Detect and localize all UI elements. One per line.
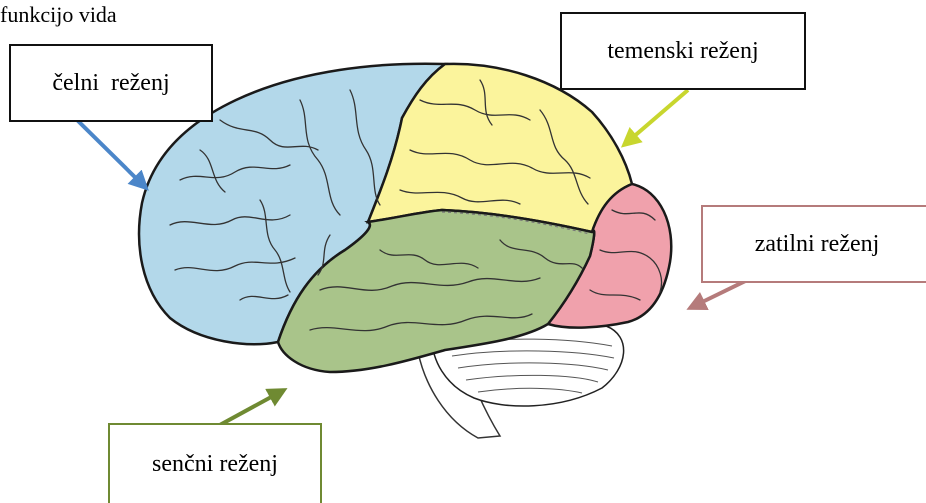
- label-temporal-text: senčni reženj: [152, 451, 278, 478]
- header-text: funkcijo vida: [0, 2, 117, 28]
- label-frontal-lobe: čelni reženj: [9, 44, 213, 122]
- arrow-parietal: [624, 90, 688, 145]
- label-occipital-text: zatilni reženj: [755, 231, 880, 258]
- label-occipital-lobe: zatilni reženj: [701, 205, 926, 283]
- label-parietal-text: temenski reženj: [607, 38, 758, 65]
- label-frontal-text: čelni reženj: [52, 70, 169, 97]
- label-parietal-lobe: temenski reženj: [560, 12, 806, 90]
- arrow-frontal: [72, 115, 146, 188]
- label-temporal-lobe: senčni reženj: [108, 423, 322, 503]
